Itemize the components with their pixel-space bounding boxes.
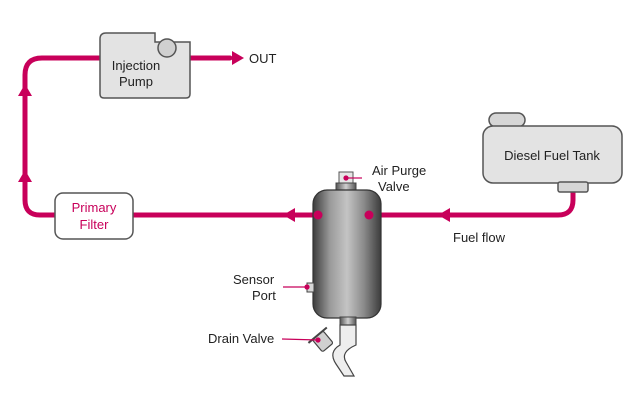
arrow-left-icon (283, 208, 295, 222)
drain-valve-handle-icon (307, 326, 334, 352)
cylinder-filter-icon (312, 189, 382, 319)
primary-filter-body (54, 192, 134, 240)
arrow-up-icon (18, 84, 32, 96)
injection-pump-cap-icon (157, 38, 177, 58)
injection-pump-label-line1: Injection (112, 58, 160, 73)
arrow-out-icon (232, 51, 244, 65)
leader-lines (281, 175, 362, 343)
arrow-up-icon (18, 170, 32, 182)
arrow-left-icon (438, 208, 450, 222)
filter-to-pump-line (22, 55, 103, 218)
tank-filler-cap-icon (488, 112, 526, 128)
fuel-flow-label: Fuel flow (453, 230, 506, 245)
outlet-port-icon (313, 210, 323, 220)
tank-outlet-icon (557, 181, 589, 193)
out-label: OUT (249, 51, 277, 66)
drain-valve-label: Drain Valve (208, 331, 274, 346)
tank-to-separator-line (367, 187, 576, 218)
air-purge-valve-label-line2: Valve (378, 179, 410, 194)
flow-arrows (18, 51, 450, 222)
injection-pump-label-line2: Pump (119, 74, 153, 89)
injection-pump: Injection Pump (99, 32, 191, 99)
tank-body (482, 125, 623, 184)
diesel-fuel-tank: Diesel Fuel Tank (482, 112, 623, 193)
primary-filter: Primary Filter (54, 192, 134, 240)
drain-tube-icon (332, 324, 357, 377)
sensor-port-label-line1: Sensor (233, 272, 275, 287)
inlet-port-icon (364, 210, 374, 220)
primary-filter-label-line2: Filter (80, 217, 110, 232)
drain-fitting-icon (339, 316, 357, 326)
diesel-fuel-tank-label: Diesel Fuel Tank (504, 148, 600, 163)
sensor-port-label-line2: Port (252, 288, 276, 303)
air-purge-valve-label-line1: Air Purge (372, 163, 426, 178)
primary-filter-label-line1: Primary (72, 200, 117, 215)
water-separator (306, 171, 382, 377)
